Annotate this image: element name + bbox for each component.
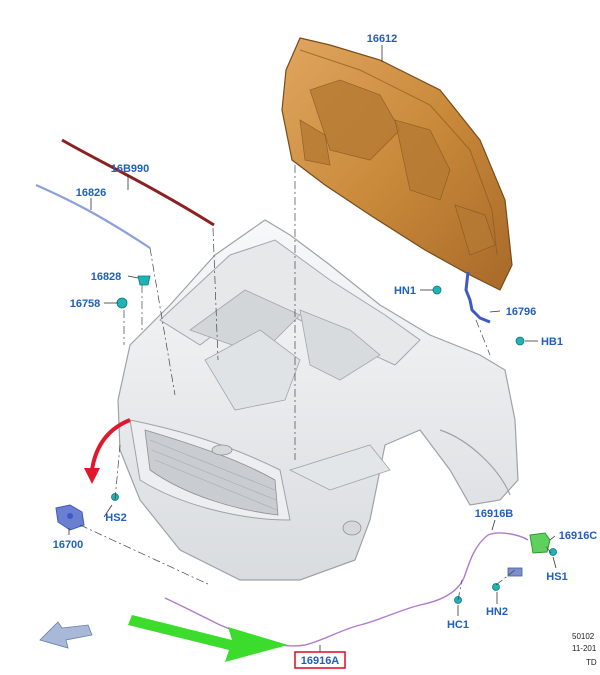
- callout-16916c[interactable]: 16916C: [559, 530, 598, 542]
- callout-16b990[interactable]: 16B990: [111, 163, 150, 175]
- code-text: TD: [586, 658, 597, 667]
- red-direction-arrow: [84, 418, 131, 484]
- callout-16758[interactable]: 16758: [70, 298, 101, 310]
- fastener-16758: [116, 297, 128, 309]
- callout-16700[interactable]: 16700: [53, 539, 84, 551]
- cowl-seal: [61, 138, 215, 227]
- green-pointer-arrow: [128, 615, 288, 662]
- callout-hn2[interactable]: HN2: [486, 606, 508, 618]
- hood-panel: [281, 37, 513, 291]
- vehicle-front: [117, 219, 519, 581]
- callout-16826[interactable]: 16826: [76, 187, 107, 199]
- hood-hinge: [464, 271, 491, 324]
- date-text: 11-201: [572, 644, 597, 653]
- fastener-hn1: [432, 285, 442, 295]
- callout-16796[interactable]: 16796: [506, 306, 537, 318]
- leader-lines: [68, 45, 557, 652]
- callout-hb1[interactable]: HB1: [541, 336, 563, 348]
- callout-16612[interactable]: 16612: [367, 33, 398, 45]
- fastener-hb1: [515, 336, 525, 346]
- seal-strip: [35, 183, 151, 249]
- center-lines: [79, 165, 552, 601]
- callout-16828[interactable]: 16828: [91, 271, 122, 283]
- callout-16916a[interactable]: 16916A: [301, 655, 340, 667]
- release-handle: [529, 532, 551, 554]
- callout-hs2[interactable]: HS2: [105, 512, 126, 524]
- highlight-box-16916a: [294, 651, 346, 669]
- doc-id-text: 50102: [572, 632, 595, 641]
- callout-hc1[interactable]: HC1: [447, 619, 469, 631]
- fastener-16828: [137, 275, 151, 286]
- fastener-hs1: [549, 548, 557, 556]
- view-direction-arrow: [39, 621, 93, 649]
- callout-16916b[interactable]: 16916B: [475, 508, 514, 520]
- fastener-hn2: [492, 583, 500, 591]
- callout-hn1[interactable]: HN1: [394, 285, 416, 297]
- callout-hs1[interactable]: HS1: [546, 571, 567, 583]
- latch: [55, 504, 85, 531]
